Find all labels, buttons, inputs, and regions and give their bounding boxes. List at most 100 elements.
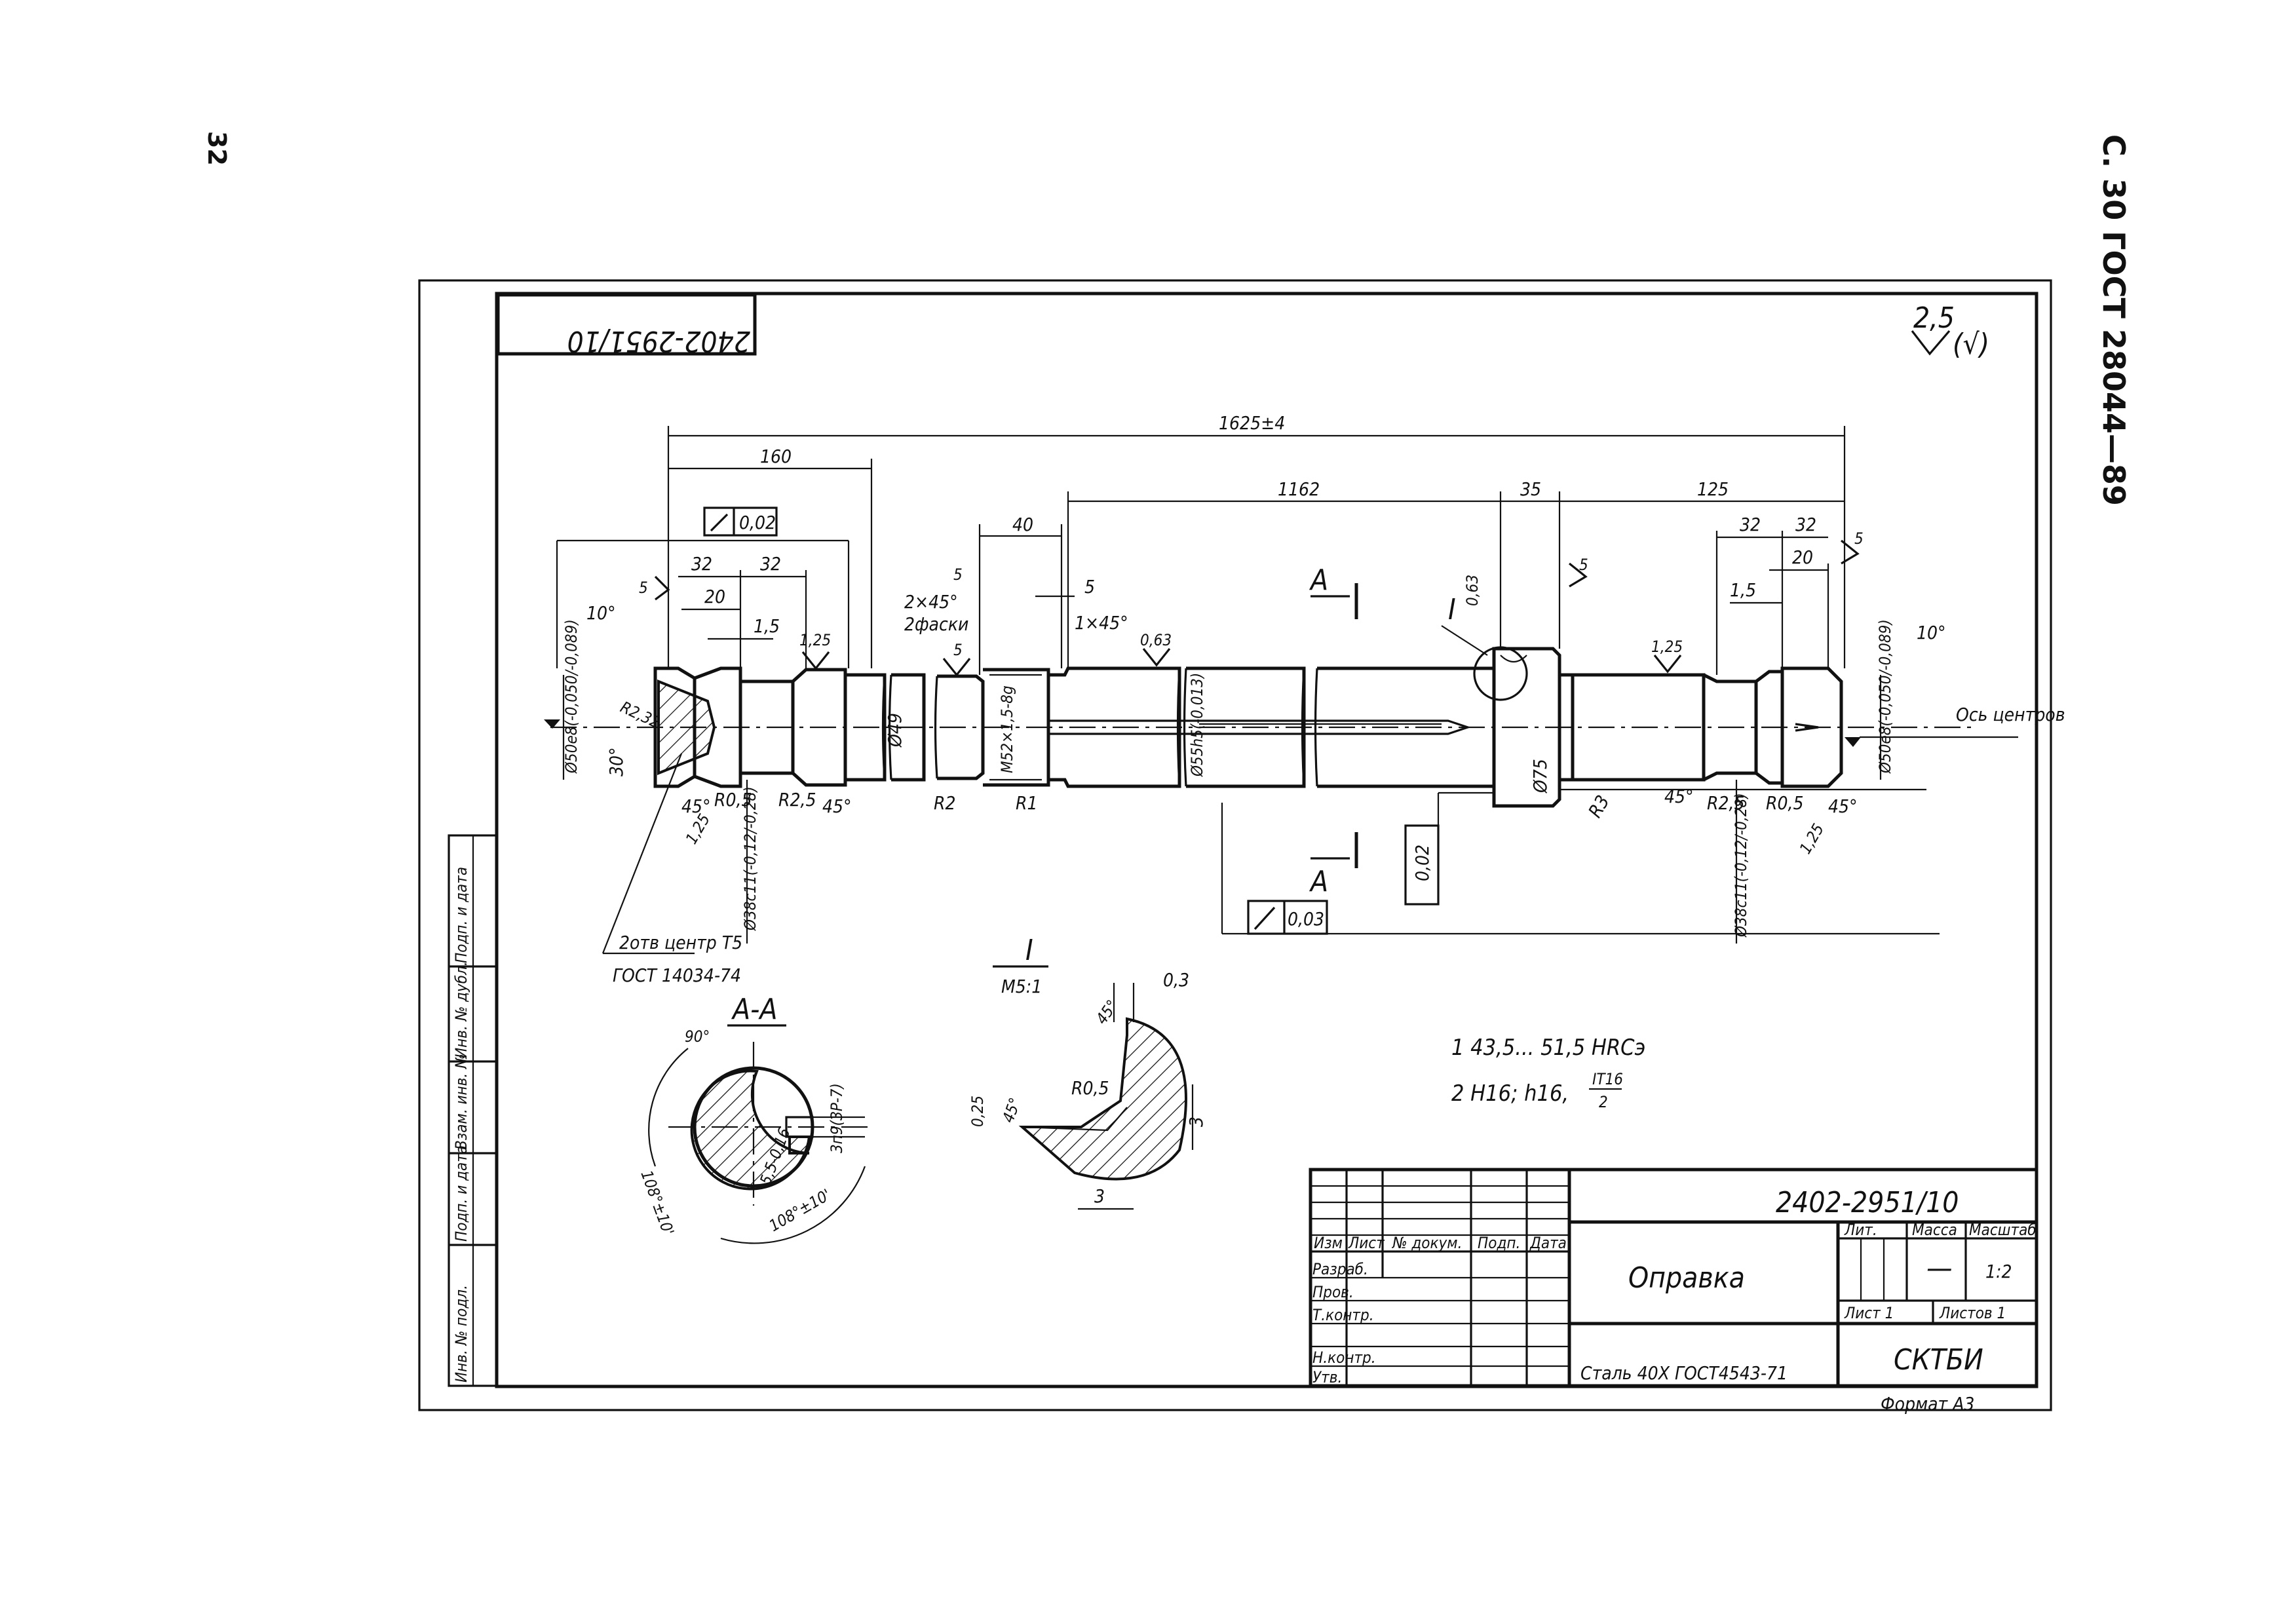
standard-header: С. 30 ГОСТ 28044—89 xyxy=(2096,134,2132,506)
svg-text:ГОСТ 14034-74: ГОСТ 14034-74 xyxy=(613,964,741,986)
svg-text:0,63: 0,63 xyxy=(1463,575,1482,606)
side-vzam-inv: Взам. инв. № xyxy=(452,1054,470,1150)
detail-i: I М5:1 0,3 45° 45° R0,5 0,25 3 3 xyxy=(968,934,1207,1210)
angle-45-d: 45° xyxy=(1828,795,1858,817)
radius-25-left: R2,5 xyxy=(778,789,816,811)
section-marker-bottom: А xyxy=(1309,832,1358,898)
dim-1162: 1162 xyxy=(1067,478,1502,668)
svg-text:32: 32 xyxy=(760,553,781,575)
radius-05-left: R0,5 xyxy=(714,789,752,811)
svg-text:2 H16; h16,: 2 H16; h16, xyxy=(1451,1080,1569,1107)
chamfer-note-1: 2×45° xyxy=(904,591,958,613)
svg-text:5: 5 xyxy=(1084,576,1095,598)
svg-text:Оправка: Оправка xyxy=(1628,1261,1745,1295)
svg-text:Листов 1: Листов 1 xyxy=(1939,1304,2006,1322)
svg-text:0,25: 0,25 xyxy=(968,1096,987,1127)
corner-page-number: 32 xyxy=(202,131,231,166)
diameter-75: Ø75 xyxy=(1529,759,1551,793)
svg-text:Масштаб: Масштаб xyxy=(1969,1221,2037,1239)
svg-text:108°±10': 108°±10' xyxy=(637,1168,678,1238)
svg-text:—: — xyxy=(1926,1251,1953,1285)
diameter-38-right: Ø38c11(-0,12/-0,28) xyxy=(1732,793,1750,938)
outer-frame xyxy=(418,279,2052,1411)
svg-text:Подп.: Подп. xyxy=(1478,1234,1520,1252)
dim-right-small: 32 32 20 1,5 xyxy=(1715,514,1829,675)
chamfer-note-2: 1×45° xyxy=(1075,612,1128,634)
section-marker-top: А xyxy=(1309,563,1358,619)
svg-text:СКТБИ: СКТБИ xyxy=(1894,1343,1983,1377)
general-roughness-mark: 2,5 (√) xyxy=(1911,301,1989,361)
radius-2: R2 xyxy=(934,792,956,814)
svg-text:1625±4: 1625±4 xyxy=(1219,412,1285,434)
svg-text:5: 5 xyxy=(953,641,963,659)
svg-text:Пров.: Пров. xyxy=(1312,1283,1354,1301)
svg-text:5: 5 xyxy=(1579,556,1588,574)
svg-text:1162: 1162 xyxy=(1278,478,1320,500)
svg-text:0,3: 0,3 xyxy=(1163,969,1189,991)
svg-text:Лист 1: Лист 1 xyxy=(1844,1304,1894,1322)
centers-note: 2отв центр Т5 ГОСТ 14034-74 xyxy=(602,753,742,986)
svg-text:1:2: 1:2 xyxy=(1985,1261,2012,1282)
dim-40: 40 xyxy=(978,514,1063,675)
svg-text:Сталь 40Х ГОСТ4543-71: Сталь 40Х ГОСТ4543-71 xyxy=(1580,1362,1788,1384)
radius-25-right: R2,5 xyxy=(1707,792,1745,814)
section-aa: А-А 90° 3п9(ЗР-7) 5,5-0,16 108°±10' 108°… xyxy=(637,993,871,1244)
svg-text:45°: 45° xyxy=(999,1096,1024,1126)
svg-text:45°: 45° xyxy=(1092,997,1122,1027)
svg-text:IT16: IT16 xyxy=(1592,1070,1623,1088)
thread-m52: М52×1,5-8g xyxy=(998,685,1016,773)
top-stamp-text: 2402-2951/10 xyxy=(567,324,750,358)
radius-05-right: R0,5 xyxy=(1766,792,1804,814)
angle-10-right: 10° xyxy=(1917,622,1946,643)
svg-text:125: 125 xyxy=(1697,478,1729,500)
diameter-49: Ø49 xyxy=(884,713,906,748)
svg-text:3: 3 xyxy=(1094,1185,1105,1207)
diameter-50-left: Ø50e8(-0,050/-0,089) xyxy=(562,619,581,774)
side-inv-podl: Инв. № подл. xyxy=(452,1285,470,1383)
runout-bottom: 0,03 0,02 xyxy=(1221,788,1940,935)
left-center-hole xyxy=(657,679,716,775)
svg-text:Ось центров: Ось центров xyxy=(1956,704,2065,725)
angle-30: 30° xyxy=(605,747,627,776)
axis-label: Ось центров xyxy=(1845,704,2065,747)
rough-125-d: 1,25 xyxy=(1796,820,1827,857)
dim-left-small: 32 32 20 1,5 xyxy=(678,553,807,668)
shaft-profile xyxy=(653,647,1843,808)
side-podp-2: Подп. и дата xyxy=(452,867,470,963)
svg-text:Дата: Дата xyxy=(1529,1234,1567,1252)
svg-text:20: 20 xyxy=(704,586,725,607)
svg-text:Н.контр.: Н.контр. xyxy=(1312,1348,1376,1367)
svg-text:20: 20 xyxy=(1792,546,1813,568)
side-inv-dubl: Инв. № дубл. xyxy=(452,961,470,1058)
svg-text:160: 160 xyxy=(760,446,792,467)
svg-text:3п9(ЗР-7): 3п9(ЗР-7) xyxy=(828,1083,846,1153)
side-podp-1: Подп. и дата xyxy=(452,1145,470,1242)
svg-text:А: А xyxy=(1309,865,1328,898)
svg-text:32: 32 xyxy=(691,553,712,575)
runout-left: 0,02 xyxy=(556,506,850,668)
svg-text:3: 3 xyxy=(1185,1117,1207,1127)
svg-text:2402-2951/10: 2402-2951/10 xyxy=(1776,1186,1959,1219)
technical-notes: 1 43,5... 51,5 HRCэ 2 H16; h16, IT16 2 xyxy=(1451,1035,1645,1111)
radius-3: R3 xyxy=(1584,792,1613,822)
svg-text:0,63: 0,63 xyxy=(1140,631,1172,649)
svg-text:1,25: 1,25 xyxy=(799,631,831,649)
svg-text:32: 32 xyxy=(1795,514,1816,535)
top-stamp-box xyxy=(496,293,757,356)
angle-45-a: 45° xyxy=(681,795,711,817)
svg-text:0,03: 0,03 xyxy=(1288,908,1324,930)
svg-text:2: 2 xyxy=(1599,1093,1608,1111)
svg-text:5: 5 xyxy=(639,579,648,597)
diameter-38-left: Ø38c11(-0,12/-0,28) xyxy=(741,786,759,931)
angle-10-left: 10° xyxy=(586,602,616,624)
svg-text:Утв.: Утв. xyxy=(1312,1368,1342,1386)
svg-text:32: 32 xyxy=(1740,514,1761,535)
svg-text:5: 5 xyxy=(1854,529,1864,548)
svg-text:Лист: Лист xyxy=(1348,1234,1385,1252)
svg-text:35: 35 xyxy=(1520,478,1541,500)
svg-text:I: I xyxy=(1025,934,1033,967)
svg-text:Масса: Масса xyxy=(1912,1221,1957,1239)
detail-marker: I xyxy=(1448,593,1456,626)
svg-text:Лит.: Лит. xyxy=(1844,1221,1877,1239)
svg-text:5: 5 xyxy=(953,565,963,584)
